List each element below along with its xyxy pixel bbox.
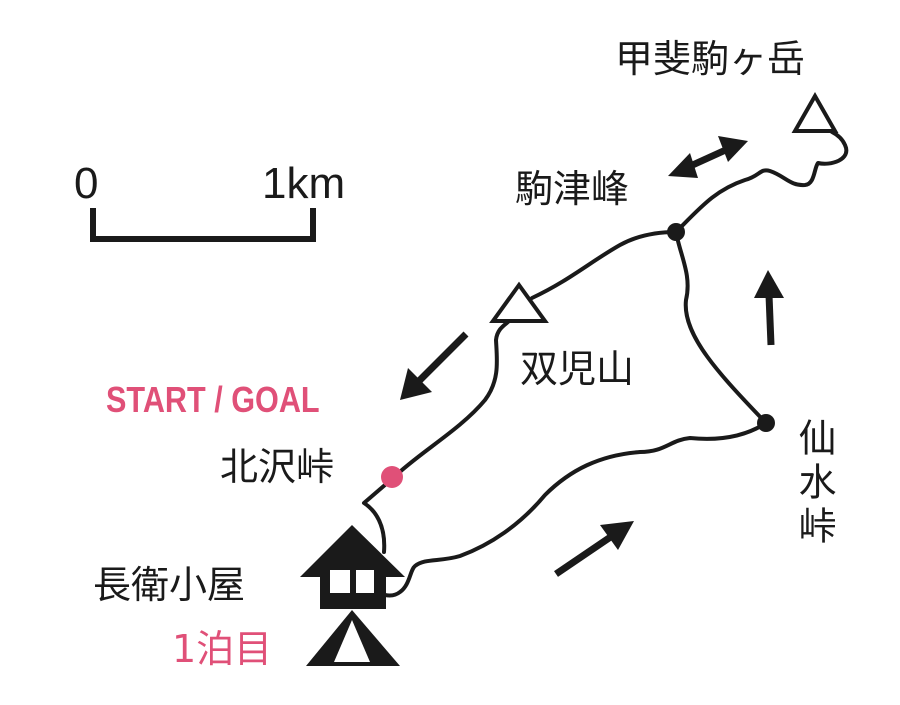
hut-icon xyxy=(300,525,405,609)
tent-icon xyxy=(306,610,400,666)
kitazawatoge-dot xyxy=(381,466,403,488)
label-choeigoya: 長衛小屋 xyxy=(93,563,246,607)
label-senzuitoge: 仙水峠 xyxy=(792,418,836,550)
summit-kaikomagatake-icon xyxy=(791,91,839,133)
double-arrow-icon xyxy=(668,136,748,178)
scale-zero-label: 0 xyxy=(74,159,99,208)
label-kaikomagatake: 甲斐駒ヶ岳 xyxy=(615,37,806,81)
night-label: 1泊目 xyxy=(172,627,273,671)
arrow-up-right-icon xyxy=(554,521,634,577)
komatsumine-dot xyxy=(667,223,685,241)
scale-bar xyxy=(90,208,316,242)
label-komatsumine: 駒津峰 xyxy=(515,167,630,211)
trail-komatsu-summit xyxy=(674,130,849,234)
trail-senzui-choei xyxy=(383,421,768,598)
summit-futagoyama-icon xyxy=(489,281,549,323)
scale-distance-label: 1km xyxy=(262,159,346,208)
trail-komatsu-senzui xyxy=(674,230,768,425)
arrow-down-left-icon xyxy=(400,331,469,400)
arrow-up-icon xyxy=(754,270,784,346)
trail-kitazawa-futago xyxy=(362,320,510,554)
trail-futago-komatsu xyxy=(530,230,678,300)
start-goal-label: START / GOAL xyxy=(106,379,320,420)
senzuitoge-dot xyxy=(757,414,775,432)
label-kitazawatoge: 北沢峠 xyxy=(220,445,335,489)
label-futagoyama: 双児山 xyxy=(520,347,635,391)
